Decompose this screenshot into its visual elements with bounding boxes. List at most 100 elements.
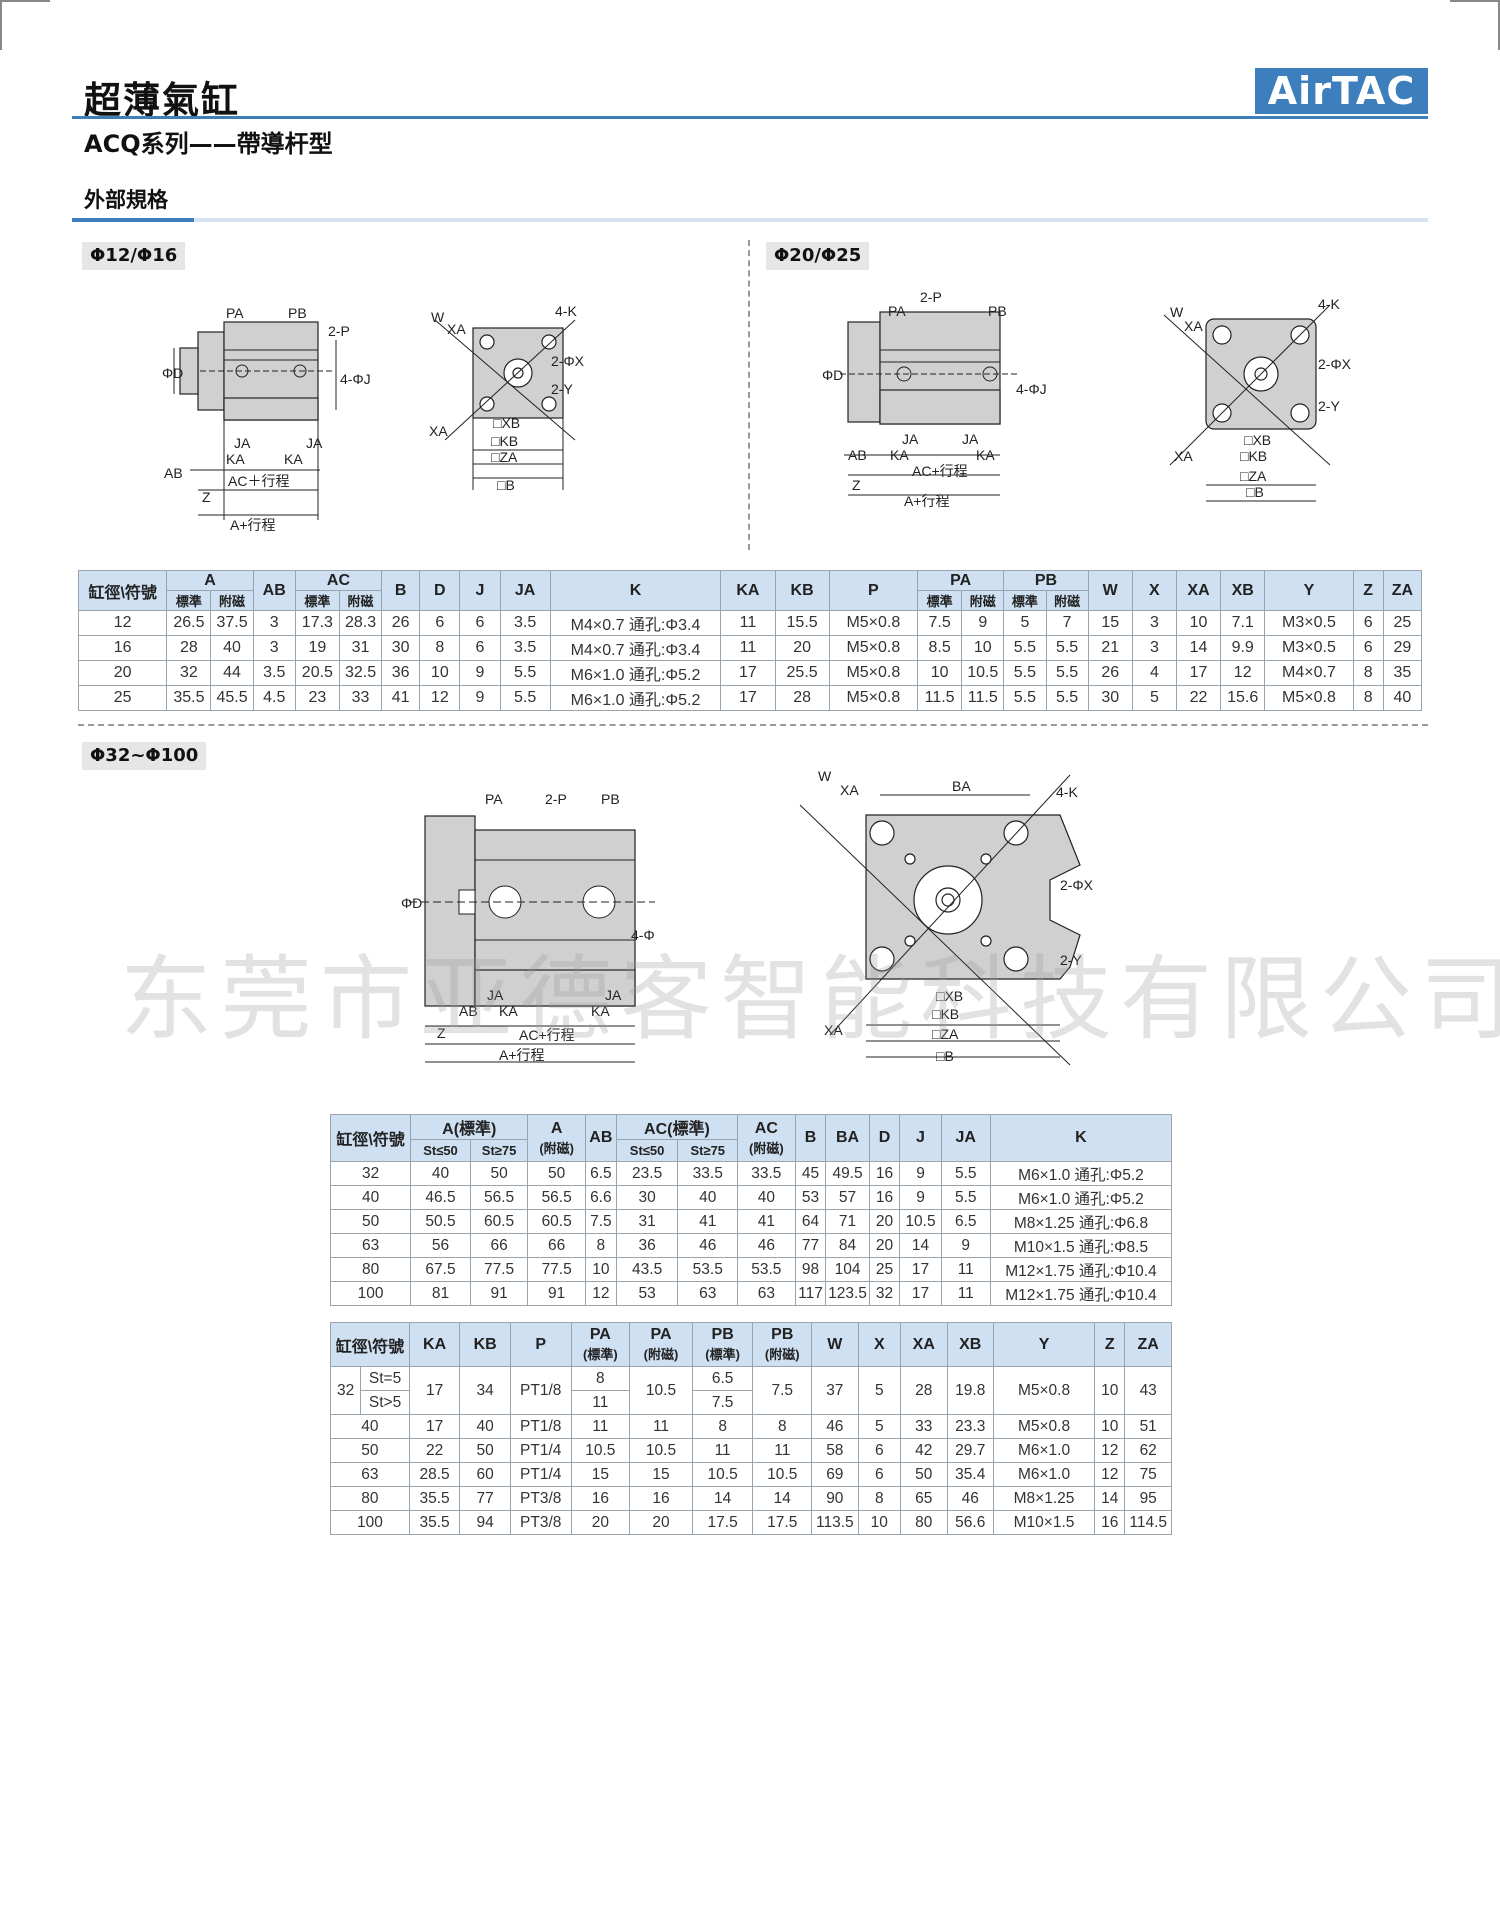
table-cell: 16 <box>629 1486 693 1511</box>
table-cell: 12 <box>1094 1462 1126 1487</box>
dim-label-ab: AB <box>848 447 867 463</box>
table-cell-y: M5×0.8 <box>992 1366 1096 1415</box>
table-cell: 11 <box>940 1257 991 1282</box>
sub-header-pa-std: 標準 <box>917 590 963 611</box>
table-cell: PT1/8 <box>509 1414 572 1439</box>
dim-label-xa-2: XA <box>824 1022 843 1038</box>
table-cell: 6 <box>1352 635 1384 661</box>
table-cell: 20 <box>868 1209 901 1234</box>
table-cell: 80 <box>900 1510 948 1535</box>
dim-label-ka-2: KA <box>976 447 995 463</box>
dim-label-pb: PB <box>288 305 307 321</box>
table-cell: 64 <box>794 1209 827 1234</box>
drawing-20-25-side: 2-P PA PB ΦD 4-ΦJ JA JA AB KA KA AC+行程 Z… <box>822 290 1047 509</box>
table-cell: 46 <box>737 1233 796 1258</box>
table-cell: 3 <box>1131 635 1177 661</box>
table-cell: M8×1.25 <box>992 1486 1096 1511</box>
table-cell: 9 <box>459 660 501 686</box>
dim-label-ac: AC＋行程 <box>228 473 289 489</box>
watermark: 东莞市亚德客智能科技有限公司 <box>120 946 1500 1053</box>
table-cell: 10.5 <box>570 1438 631 1463</box>
table-cell: 17 <box>720 685 776 711</box>
table-cell-kb: 34 <box>459 1366 511 1415</box>
table-cell: 51 <box>1124 1414 1172 1439</box>
dim-label-ja: JA <box>234 435 251 451</box>
table-cell: 63 <box>737 1281 796 1306</box>
table-cell: M4×0.7 <box>1264 660 1354 686</box>
table-cell: 40 <box>330 1414 410 1439</box>
col-header-kb: KB <box>774 570 830 611</box>
col-header-k: K <box>549 570 722 611</box>
table-cell: 123.5 <box>825 1281 870 1306</box>
dim-label-ac: AC+行程 <box>519 1027 575 1043</box>
table-cell: M10×1.5 通孔:Φ8.5 <box>989 1233 1173 1258</box>
dim-label-ba: BA <box>952 778 971 794</box>
table-cell: 104 <box>825 1257 870 1282</box>
table-cell: 5.5 <box>499 685 551 711</box>
col-header-w: W <box>811 1322 859 1367</box>
dim-label-4phij: 4-ΦJ <box>631 927 655 943</box>
col-header-bore: 缸徑\符號 <box>329 1114 412 1162</box>
table-cell-xb: 19.8 <box>946 1366 994 1415</box>
dim-label-phid: ΦD <box>162 365 183 381</box>
col-header-a-mag: A(附磁) <box>527 1114 586 1162</box>
table-cell: 6 <box>1352 610 1384 636</box>
col-header-pa-std-sub: (標準) <box>583 1347 618 1362</box>
dim-label-2phix: 2-ΦX <box>551 353 585 369</box>
table-cell: 23 <box>294 685 340 711</box>
table-cell: 4 <box>1131 660 1177 686</box>
table-cell: 3 <box>252 635 296 661</box>
table-cell: 46 <box>677 1233 739 1258</box>
dim-label-w: W <box>431 309 445 325</box>
table-cell: 28 <box>166 635 212 661</box>
dim-label-xb: □XB <box>936 988 963 1004</box>
table-cell: 11.5 <box>917 685 963 711</box>
table-cell: 16 <box>570 1486 631 1511</box>
table-cell: 35.4 <box>946 1462 994 1487</box>
table-cell: 15 <box>629 1462 693 1487</box>
table-cell: 60 <box>459 1462 511 1487</box>
col-header-za: ZA <box>1124 1322 1172 1367</box>
brand-logo: AirTAC <box>1255 68 1428 114</box>
table-cell: 20 <box>774 635 830 661</box>
table-cell: 14 <box>1094 1486 1126 1511</box>
table-cell: 94 <box>459 1510 511 1535</box>
table-cell: 53.5 <box>677 1257 739 1282</box>
table-cell: 17 <box>408 1414 461 1439</box>
col-header-y: Y <box>992 1322 1096 1367</box>
col-header-p: P <box>509 1322 572 1367</box>
table-cell: M5×0.8 <box>828 610 919 636</box>
table-cell: 41 <box>677 1209 739 1234</box>
table-cell: 40 <box>737 1185 796 1210</box>
table-cell: 12 <box>77 610 168 636</box>
col-header-x: X <box>857 1322 902 1367</box>
table-cell: 17 <box>720 660 776 686</box>
dim-label-kb: □KB <box>491 433 518 449</box>
col-header-ab: AB <box>584 1114 617 1162</box>
page-title: 超薄氣缸 <box>84 79 240 122</box>
table-cell: 45 <box>794 1161 827 1186</box>
vertical-divider <box>748 240 750 550</box>
table-cell: 35.5 <box>408 1486 461 1511</box>
sub-header-pb-std: 標準 <box>1003 590 1047 611</box>
dim-label-pa: PA <box>485 791 503 807</box>
table-cell: 31 <box>338 635 383 661</box>
table-cell: 8 <box>419 635 461 661</box>
dim-label-z: Z <box>437 1025 446 1041</box>
spec-table-32-100-b: 缸徑\符號 KA KB P PA(標準) PA(附磁) PB(標準) PB(附磁… <box>329 1322 1172 1535</box>
table-cell: 32 <box>329 1161 412 1186</box>
table-cell: 100 <box>330 1510 410 1535</box>
table-cell: 31 <box>615 1209 679 1234</box>
table-cell: 30 <box>1087 685 1133 711</box>
section-rule-light <box>72 218 1428 222</box>
table-cell: 11 <box>940 1281 991 1306</box>
table-cell: 15.5 <box>774 610 830 636</box>
table-cell: 28.5 <box>408 1462 461 1487</box>
table-cell: 91 <box>527 1281 586 1306</box>
table-cell: 50.5 <box>410 1209 471 1234</box>
table-cell: M5×0.8 <box>1264 685 1354 711</box>
table-cell: 63 <box>677 1281 739 1306</box>
